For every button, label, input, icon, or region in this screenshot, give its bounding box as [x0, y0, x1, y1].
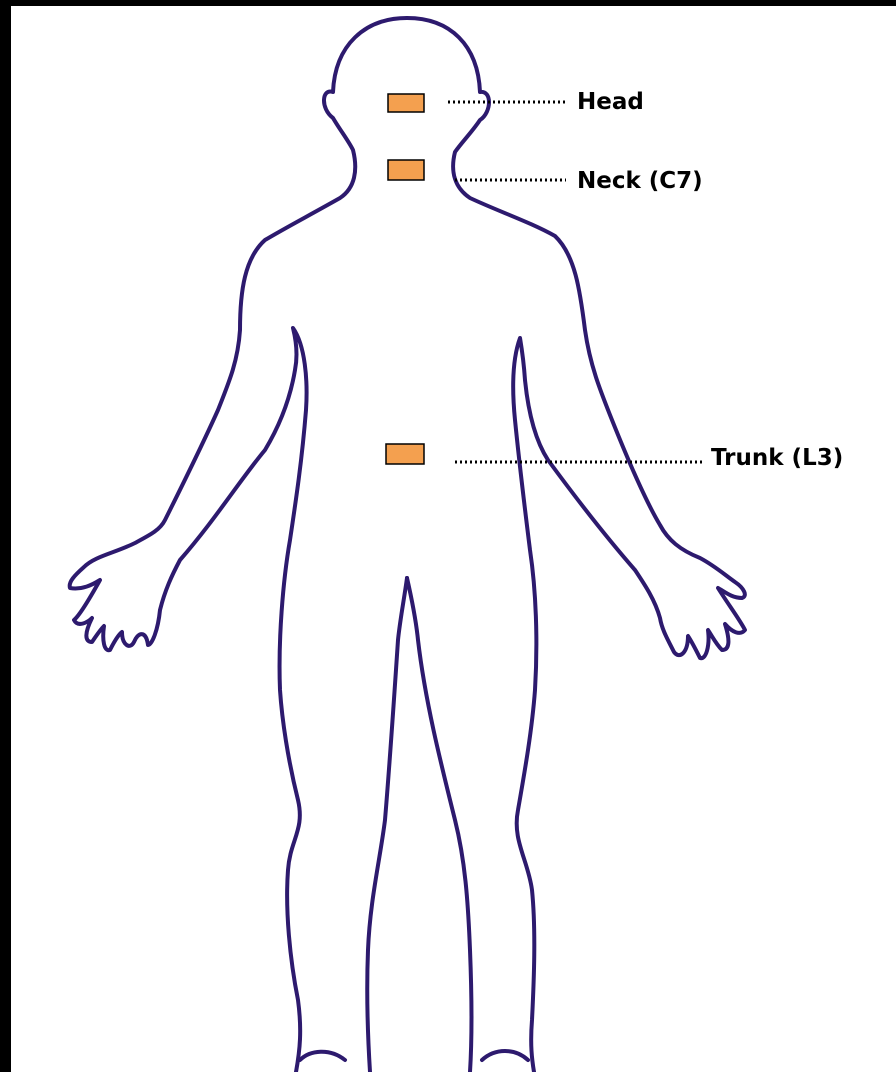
sensor-label-neck: Neck (C7): [577, 167, 703, 195]
sensor-label-trunk: Trunk (L3): [711, 444, 843, 472]
body-outline-left: [70, 18, 407, 1072]
sensor-marker-head: [388, 94, 424, 112]
foot-line-left: [482, 1051, 528, 1060]
inner-leg-left: [407, 578, 472, 1072]
foot-line-right: [300, 1052, 345, 1060]
sensor-label-head: Head: [577, 88, 644, 116]
sensor-markers: [386, 94, 424, 464]
sensor-marker-neck: [388, 160, 424, 180]
inner-leg-right: [367, 578, 407, 1072]
sensor-marker-trunk: [386, 444, 424, 464]
